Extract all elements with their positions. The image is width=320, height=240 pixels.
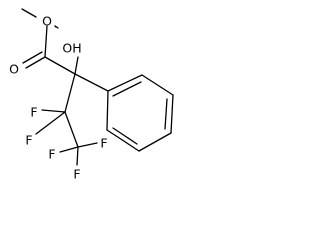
ring-bond-1 <box>107 74 143 92</box>
ring-inner-bond-2 <box>164 98 168 130</box>
bond-ester-o-carbonyl-c-ext <box>54 25 57 28</box>
ring-bond-5 <box>106 129 140 152</box>
atom-carbonyl-oxygen: O <box>9 62 19 77</box>
bond-cf2-f1 <box>41 109 66 113</box>
atom-fluorine-2: F <box>25 133 32 148</box>
bond-quaternary-c-phenyl <box>74 73 109 92</box>
bond-cf3-f3 <box>59 146 79 153</box>
atom-fluorine-5: F <box>73 167 80 182</box>
ring-bond-3 <box>170 94 174 134</box>
atom-hydroxyl: OH <box>62 41 81 56</box>
bond-carbonyl-double-2 <box>22 51 43 64</box>
atom-ester-oxygen: O <box>42 14 52 29</box>
ring-bond-4 <box>138 132 172 152</box>
structure-diagram: O O OH F F F F F <box>9 8 174 182</box>
bond-carbonyl-double-1 <box>25 56 46 69</box>
ring-bond-2 <box>141 74 174 96</box>
ring-inner-bond-3 <box>112 127 138 145</box>
bond-quaternary-c-cf2 <box>64 73 76 113</box>
ring-bond-6 <box>106 90 109 131</box>
atom-fluorine-4: F <box>100 136 107 151</box>
bond-cf2-cf3 <box>64 111 79 148</box>
bond-methyl-ester-o <box>21 8 37 18</box>
bond-quaternary-c-oh <box>74 56 79 75</box>
bond-carbonyl-c-quaternary-c <box>44 56 76 75</box>
bond-cf3-f4 <box>77 142 98 148</box>
bond-ester-o-to-carbonyl <box>44 25 48 58</box>
ring-inner-bond-1 <box>112 81 142 97</box>
bond-cf2-f2 <box>35 111 66 135</box>
bond-cf3-f5 <box>76 146 79 166</box>
atom-fluorine-1: F <box>30 105 37 120</box>
atom-fluorine-3: F <box>48 147 55 162</box>
